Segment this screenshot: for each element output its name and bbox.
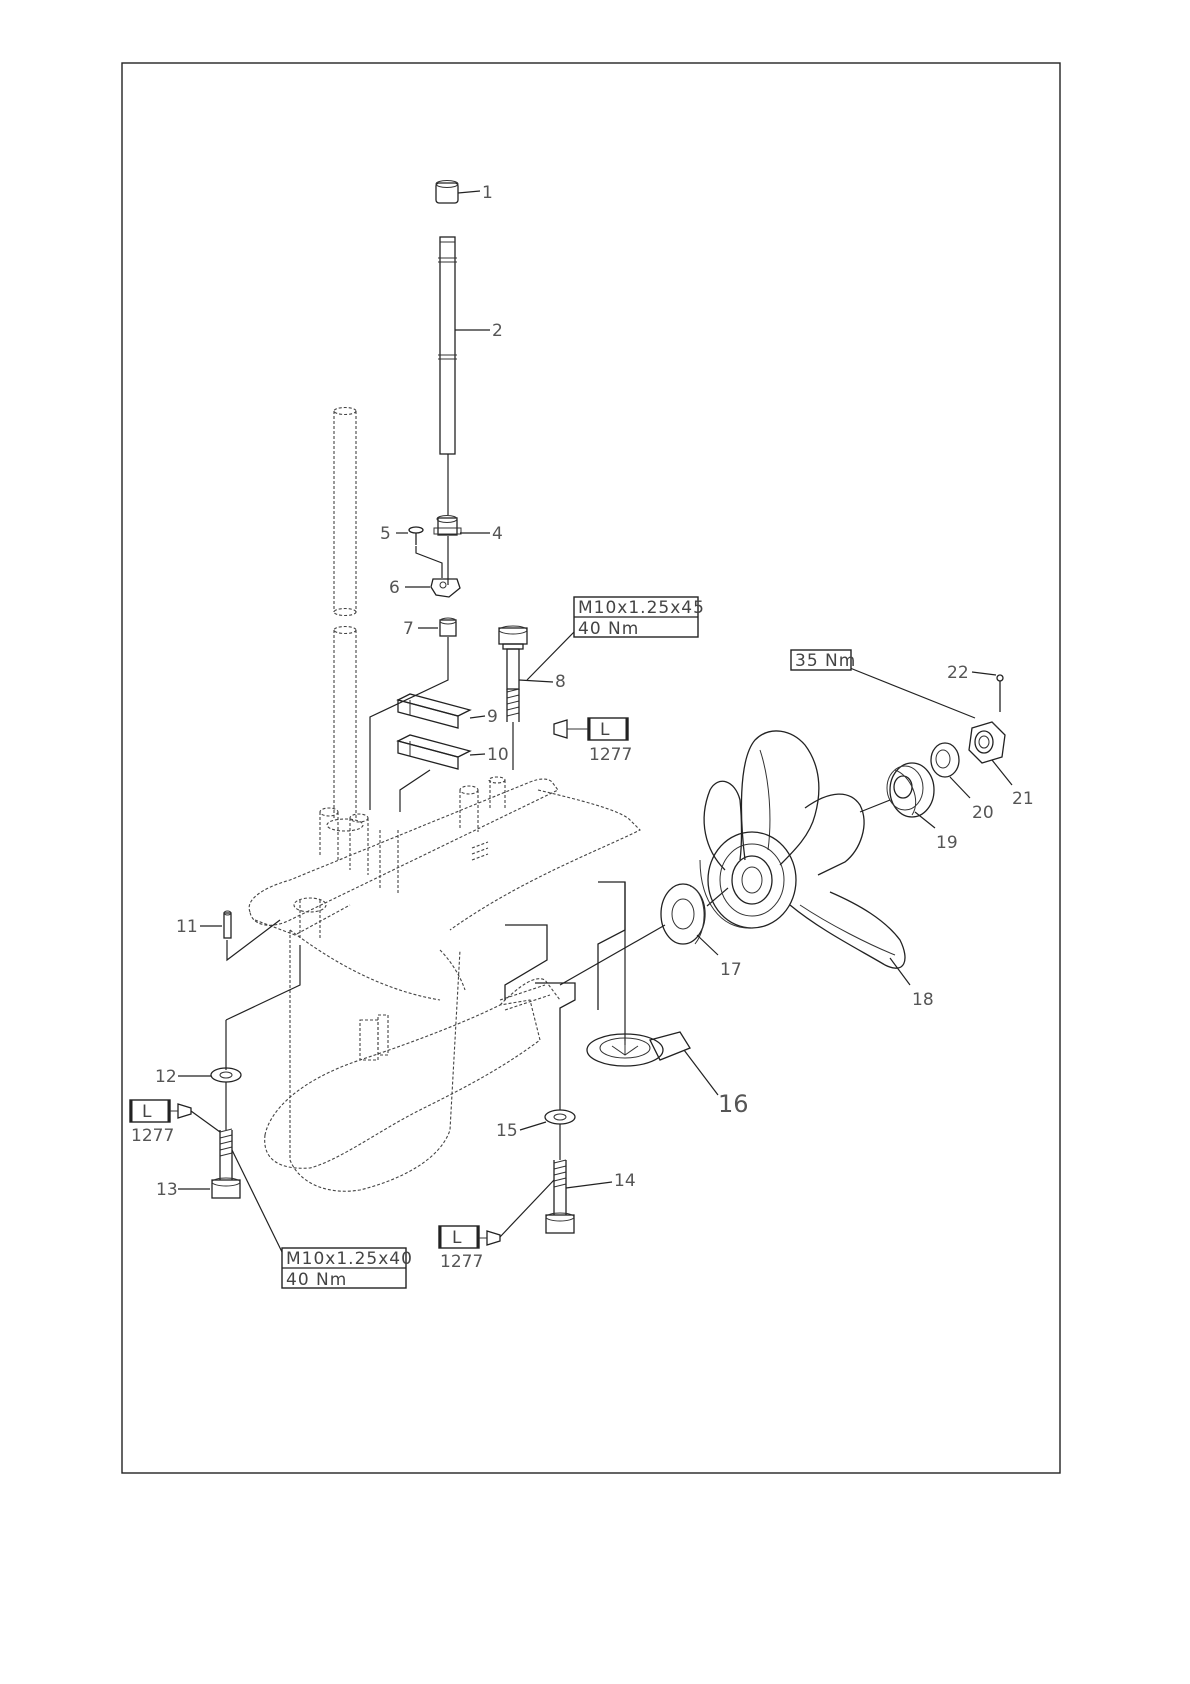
- part-number-12: 12: [155, 1067, 177, 1087]
- reference-shaft-dashed: [334, 408, 356, 821]
- part-number-13: 13: [156, 1180, 178, 1200]
- part-number-6: 6: [389, 578, 400, 598]
- part-21-prop-nut: [969, 722, 1005, 763]
- part-number-21: 21: [1012, 789, 1034, 809]
- part-number-5: 5: [380, 524, 391, 544]
- compound-code: 1277: [131, 1126, 174, 1146]
- part-number-20: 20: [972, 803, 994, 823]
- part-number-10: 10: [487, 745, 509, 765]
- lower-bolt-torque-label: 40 Nm: [286, 1270, 347, 1290]
- part-2-drive-shaft: [438, 237, 457, 454]
- spec-box-upper-bolt: M10x1.25x45 40 Nm: [574, 597, 705, 639]
- part-4-seal: [434, 516, 461, 536]
- part-13-lower-bolt: [212, 1129, 240, 1198]
- part-1-bushing: [436, 181, 458, 204]
- part-7-bushing: [440, 618, 456, 636]
- part-number-7: 7: [403, 619, 414, 639]
- part-5-screw: [409, 527, 423, 545]
- part-10-anode: [398, 735, 470, 769]
- part-20-washer: [931, 743, 959, 777]
- part-number-1: 1: [482, 183, 493, 203]
- part-15-washer: [545, 1110, 575, 1124]
- compound-tag-lower-middle: L 1277: [439, 1226, 500, 1272]
- part-number-11: 11: [176, 917, 198, 937]
- part-18-propeller: [700, 731, 905, 968]
- nut-torque-label: 35 Nm: [795, 651, 856, 671]
- upper-bolt-torque-label: 40 Nm: [578, 619, 639, 639]
- part-number-16: 16: [718, 1090, 749, 1118]
- compound-tag-lower-left: L 1277: [130, 1100, 220, 1146]
- lower-bolt-size-label: M10x1.25x40: [286, 1249, 413, 1269]
- part-number-22: 22: [947, 663, 969, 683]
- part-8-upper-bolt: [499, 626, 527, 722]
- part-16-trim-tab: [587, 1032, 690, 1066]
- part-number-4: 4: [492, 524, 503, 544]
- compound-letter: L: [452, 1228, 462, 1248]
- part-14-lower-bolt: [546, 1160, 574, 1233]
- spec-box-lower-bolt: M10x1.25x40 40 Nm: [282, 1248, 413, 1290]
- upper-bolt-size-label: M10x1.25x45: [578, 598, 705, 618]
- part-11-pin: [224, 911, 231, 938]
- drawing-frame: [122, 63, 1060, 1473]
- part-17-thrust-washer: [661, 884, 705, 944]
- part-number-9: 9: [487, 707, 498, 727]
- part-number-15: 15: [496, 1121, 518, 1141]
- part-number-17: 17: [720, 960, 742, 980]
- compound-tag-upper: L 1277: [554, 718, 632, 765]
- part-number-8: 8: [555, 672, 566, 692]
- compound-code: 1277: [440, 1252, 483, 1272]
- spec-box-nut-torque: 35 Nm: [791, 650, 856, 671]
- part-22-cotter-pin: [997, 675, 1003, 712]
- part-6-retainer-plate: [431, 579, 460, 597]
- part-12-washer: [211, 1068, 241, 1082]
- part-number-14: 14: [614, 1171, 636, 1191]
- gearcase-housing: [249, 777, 640, 1191]
- part-number-19: 19: [936, 833, 958, 853]
- part-number-2: 2: [492, 321, 503, 341]
- compound-letter: L: [600, 720, 610, 740]
- part-number-18: 18: [912, 990, 934, 1010]
- compound-code: 1277: [589, 745, 632, 765]
- compound-letter: L: [142, 1102, 152, 1122]
- part-19-spacer: [887, 763, 934, 817]
